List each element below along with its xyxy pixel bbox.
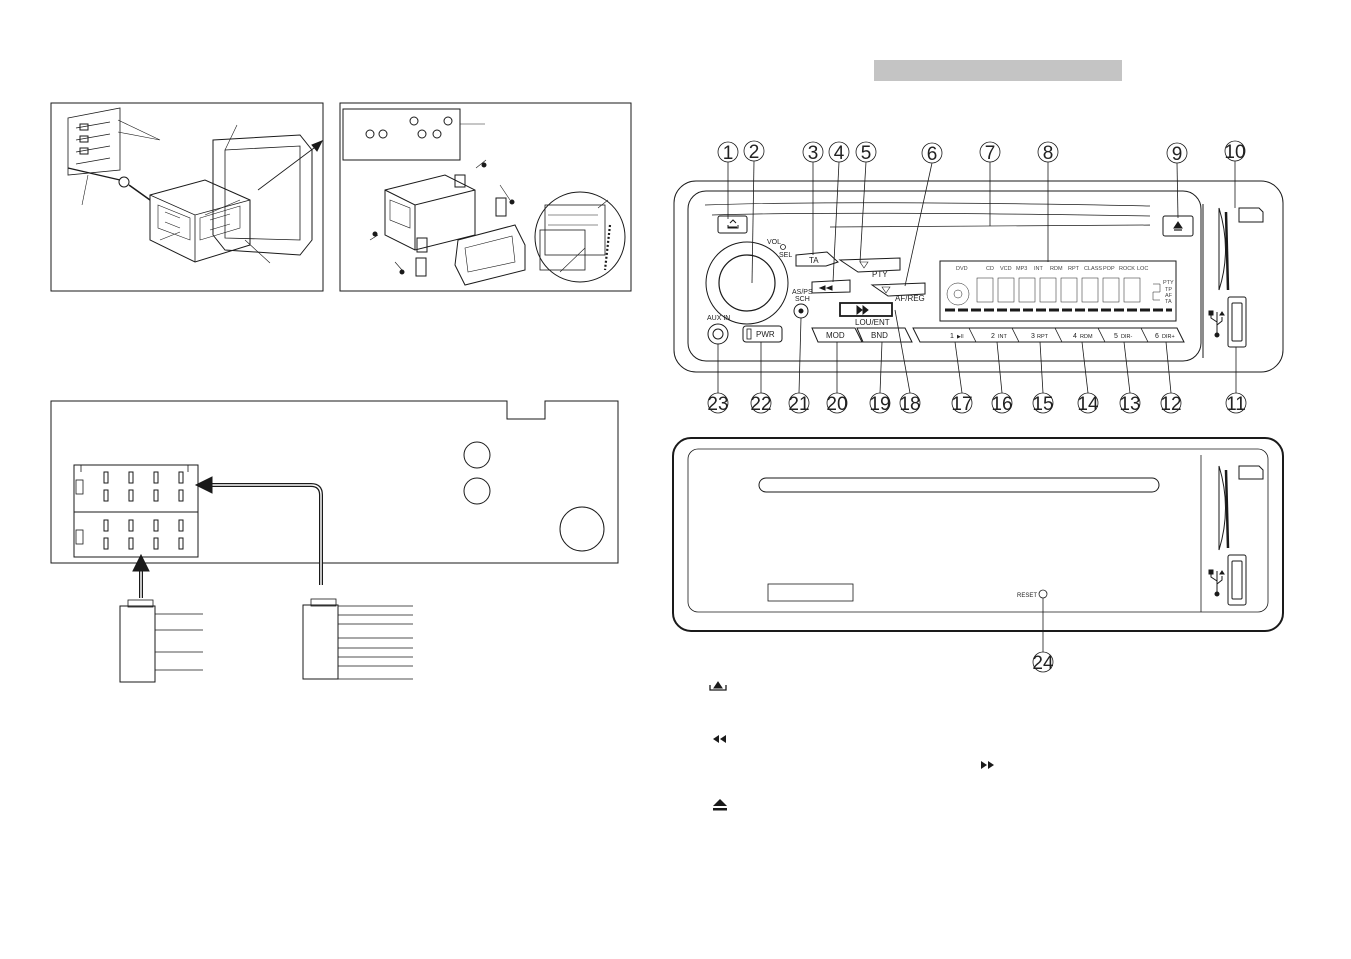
lcd-loc: LOC [1137, 266, 1148, 272]
lcd-int: INT [1034, 266, 1044, 272]
callout-9: 9 [1172, 144, 1183, 165]
callouts-bottom: 23 22 21 20 19 18 17 16 15 14 13 12 11 [707, 309, 1247, 415]
preset-6-text: DIR+ [1162, 334, 1175, 340]
lcd-pop: POP [1103, 266, 1115, 272]
aux-in-label: AUX IN [707, 315, 730, 322]
callout-5: 5 [861, 143, 872, 164]
preset-4-text: RDM [1080, 334, 1093, 340]
callout-18: 18 [899, 394, 920, 415]
callout-16: 16 [991, 394, 1012, 415]
lcd-class: CLASS [1084, 266, 1102, 272]
lcd-rdm: RDM [1050, 266, 1063, 272]
section-header-bar [874, 60, 1122, 81]
callout-6: 6 [927, 144, 938, 165]
callout-12: 12 [1160, 394, 1181, 415]
callout-22: 22 [750, 394, 771, 415]
lou-ent-label: LOU/ENT [855, 318, 890, 327]
load-cd-icon [709, 681, 727, 691]
volume-knob-drawing [705, 241, 789, 325]
preset-3-text: RPT [1037, 334, 1049, 340]
preset-5-text: DIR- [1121, 334, 1132, 340]
lcd-rock: ROCK [1119, 266, 1135, 272]
pwr-label: PWR [756, 330, 775, 339]
callouts-top: 1 2 3 4 5 6 7 8 9 10 [717, 140, 1246, 287]
lcd-mp3: MP3 [1016, 266, 1027, 272]
callout-7: 7 [985, 143, 996, 164]
callout-21: 21 [788, 394, 809, 415]
preset-6-num: 6 [1155, 333, 1159, 340]
sd-card-icon [1238, 207, 1264, 223]
preset-1-text: ▶II [957, 334, 964, 340]
preset-5-num: 5 [1114, 333, 1118, 340]
callout-2: 2 [749, 142, 760, 163]
lcd-cd: CD [986, 266, 994, 272]
lcd-vcd: VCD [1000, 266, 1012, 272]
pty-label: PTY [872, 270, 888, 279]
chassis-diagram: RESET 24 [672, 437, 1284, 674]
lcd-tp: TP [1165, 287, 1172, 293]
preset-2-text: INT [998, 334, 1008, 340]
lcd-dvd: DVD [956, 266, 968, 272]
fast-forward-icon [981, 761, 994, 769]
preset-3-num: 3 [1031, 333, 1035, 340]
callout-1: 1 [723, 143, 734, 164]
callout-15: 15 [1032, 394, 1053, 415]
callout-14: 14 [1077, 394, 1099, 415]
sd-card-icon-2 [1238, 465, 1264, 480]
vol-label: VOL [767, 239, 781, 246]
callout-3: 3 [808, 143, 819, 164]
af-reg-label: AF/REG [895, 294, 925, 303]
usb-icon-2 [1208, 569, 1225, 597]
lcd-ta: TA [1165, 299, 1172, 305]
wiring-diagram [50, 400, 619, 683]
reset-label: RESET [1017, 593, 1037, 599]
install-figure-mounting [339, 102, 632, 292]
lcd-pty: PTY [1163, 280, 1174, 286]
callout-20: 20 [826, 394, 847, 415]
preset-4-num: 4 [1073, 333, 1077, 340]
callout-24: 24 [1032, 653, 1054, 674]
eject-icon [713, 799, 727, 811]
bnd-label: BND [871, 331, 888, 340]
lcd-af: AF [1165, 293, 1173, 299]
callout-10: 10 [1224, 142, 1245, 163]
callout-11: 11 [1226, 394, 1246, 415]
callout-19: 19 [869, 394, 890, 415]
lcd-rpt: RPT [1068, 266, 1080, 272]
sch-label: SCH [795, 296, 810, 303]
usb-icon [1208, 310, 1225, 338]
callout-23: 23 [707, 394, 728, 415]
callout-8: 8 [1043, 143, 1054, 164]
mod-label: MOD [826, 331, 845, 340]
callout-4: 4 [834, 143, 845, 164]
callout-17: 17 [951, 394, 972, 415]
rewind-icon [713, 735, 726, 743]
sel-label: SEL [779, 252, 792, 259]
install-figure-sleeve [50, 102, 324, 292]
ta-label: TA [809, 256, 819, 265]
preset-2-num: 2 [991, 333, 995, 340]
front-panel-diagram: VOL SEL TA PTY AF/REG LOU/ENT AS/PS SCH … [673, 180, 1284, 373]
lcd-display-drawing [939, 260, 1177, 322]
as-ps-label: AS/PS [792, 289, 813, 296]
load-button-drawing [717, 215, 748, 234]
preset-1-num: 1 [950, 333, 954, 340]
callout-13: 13 [1119, 394, 1140, 415]
